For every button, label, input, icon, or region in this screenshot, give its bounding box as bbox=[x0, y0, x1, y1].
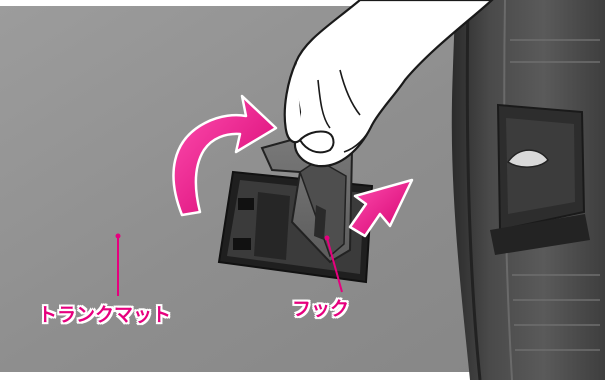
push-arrow-icon bbox=[348, 178, 414, 238]
trunk-trim-panel bbox=[451, 0, 605, 380]
hook-label: フック bbox=[292, 298, 350, 320]
hand bbox=[283, 0, 494, 168]
trunk-mat-leader-dot bbox=[115, 233, 121, 239]
trunk-mat-label: トランクマット bbox=[38, 304, 172, 326]
hook-leader-dot bbox=[324, 235, 330, 241]
lift-arrow-icon bbox=[172, 94, 278, 217]
hook-leader-line bbox=[326, 237, 343, 293]
hook bbox=[260, 130, 354, 264]
